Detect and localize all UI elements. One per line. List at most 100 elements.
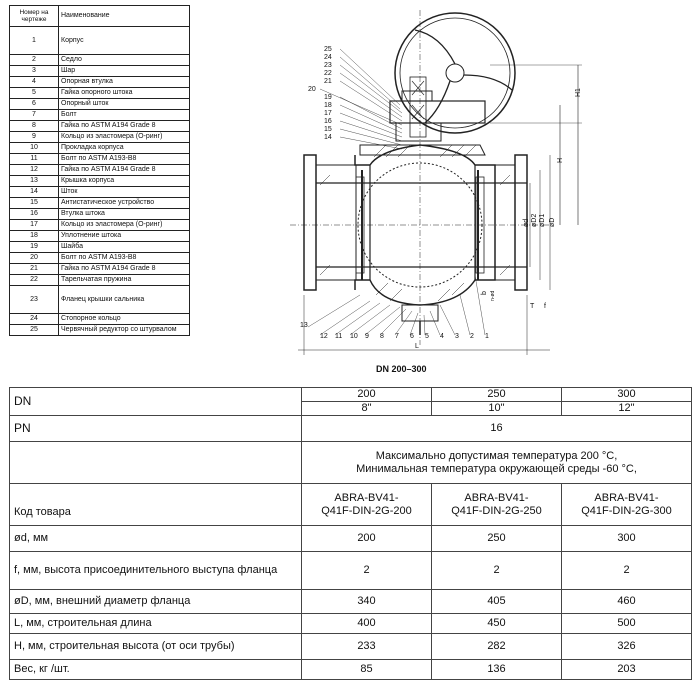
- dim-label-H1: H1: [575, 88, 582, 97]
- spec-dn-inch-300: 12": [561, 401, 692, 416]
- parts-row-name: Антистатическое устройство: [58, 197, 190, 209]
- callout-label: 24: [324, 54, 332, 61]
- callout-label: 9: [365, 333, 369, 340]
- parts-row-name: Шток: [58, 186, 190, 198]
- parts-row-num: 3: [9, 65, 59, 77]
- spec-row-value: 203: [561, 659, 692, 680]
- callout-label: 5: [425, 333, 429, 340]
- parts-row-num: 15: [9, 197, 59, 209]
- spec-row-dn-mm: DN 200 250 300: [9, 387, 692, 416]
- parts-row-name: Червячный редуктор со штурвалом: [58, 324, 190, 336]
- spec-temp-line2: Минимальная температура окружающей среды…: [356, 462, 637, 475]
- dim-label-H: H: [557, 158, 564, 163]
- parts-row-name: Болт: [58, 109, 190, 121]
- dim-label-b: b: [481, 291, 488, 295]
- parts-row-name: Шайба: [58, 241, 190, 253]
- spec-row-value: 450: [431, 613, 562, 634]
- parts-row-name: Кольцо из эластомера (О-ринг): [58, 219, 190, 231]
- parts-row-num: 5: [9, 87, 59, 99]
- callout-label: 18: [324, 102, 332, 109]
- parts-header-name: Наименование: [58, 5, 190, 27]
- parts-row-num: 4: [9, 76, 59, 88]
- dim-label-D1: øD1: [539, 214, 546, 227]
- callout-label: 3: [455, 333, 459, 340]
- spec-row-value: 282: [431, 633, 562, 660]
- callout-label: 15: [324, 126, 332, 133]
- spec-row-label: ød, мм: [9, 525, 302, 552]
- parts-row-name: Опорный шток: [58, 98, 190, 110]
- spec-code-200-line2: Q41F-DIN-2G-200: [321, 504, 412, 517]
- parts-row-num: 14: [9, 186, 59, 198]
- spec-row-value: 200: [301, 525, 432, 552]
- parts-row-num: 9: [9, 131, 59, 143]
- parts-row-num: 2: [9, 54, 59, 66]
- parts-row-name: Кольцо из эластомера (О-ринг): [58, 131, 190, 143]
- spec-row-value: 250: [431, 525, 562, 552]
- parts-row-name: Гайка по ASTM A194 Grade 8: [58, 263, 190, 275]
- spec-row-temp: Максимально допустимая температура 200 °…: [9, 441, 692, 484]
- spec-row: H, мм, строительная высота (от оси трубы…: [9, 633, 692, 660]
- dim-label-f: f: [544, 303, 546, 310]
- parts-row-num: 12: [9, 164, 59, 176]
- parts-row-name: Шар: [58, 65, 190, 77]
- parts-row-num: 6: [9, 98, 59, 110]
- parts-row-name: Втулка штока: [58, 208, 190, 220]
- spec-code-300: ABRA-BV41-Q41F-DIN-2G-300: [561, 483, 692, 526]
- parts-row-name: Болт по ASTM A193-B8: [58, 252, 190, 264]
- spec-row-label: Вес, кг /шт.: [9, 659, 302, 680]
- parts-row-name: Тарельчатая пружина: [58, 274, 190, 286]
- parts-row-name: Крышка корпуса: [58, 175, 190, 187]
- spec-code-300-line2: Q41F-DIN-2G-300: [581, 504, 672, 517]
- callout-label: 17: [324, 110, 332, 117]
- handwheel-rim: [394, 12, 516, 134]
- left-flange: [303, 154, 317, 291]
- spec-row-value: 300: [561, 525, 692, 552]
- parts-row-name: Стопорное кольцо: [58, 313, 190, 325]
- parts-row-num: 25: [9, 324, 59, 336]
- spec-row-value: 400: [301, 613, 432, 634]
- parts-row-num: 23: [9, 285, 59, 314]
- parts-row-name: Корпус: [58, 26, 190, 55]
- spec-code-250-line1: ABRA-BV41-: [464, 491, 529, 504]
- spec-pn-value: 16: [301, 415, 692, 442]
- spec-row-value: 500: [561, 613, 692, 634]
- callout-label: 2: [470, 333, 474, 340]
- parts-row-num: 17: [9, 219, 59, 231]
- dim-label-d: ød: [523, 219, 530, 227]
- spec-row-dn-inch: 8" 10" 12": [10, 401, 692, 416]
- dim-label-D: øD: [549, 218, 556, 227]
- callout-label: 21: [324, 78, 332, 85]
- callout-label: 16: [324, 118, 332, 125]
- spec-code-250: ABRA-BV41-Q41F-DIN-2G-250: [431, 483, 562, 526]
- spec-code-200-line1: ABRA-BV41-: [334, 491, 399, 504]
- spec-row-value: 2: [561, 551, 692, 590]
- spec-dn-inch-200: 8": [301, 401, 432, 416]
- parts-row-num: 19: [9, 241, 59, 253]
- spec-code-300-line1: ABRA-BV41-: [594, 491, 659, 504]
- callout-label: 13: [300, 322, 308, 329]
- parts-row-num: 22: [9, 274, 59, 286]
- spec-dn-inch-250: 10": [431, 401, 562, 416]
